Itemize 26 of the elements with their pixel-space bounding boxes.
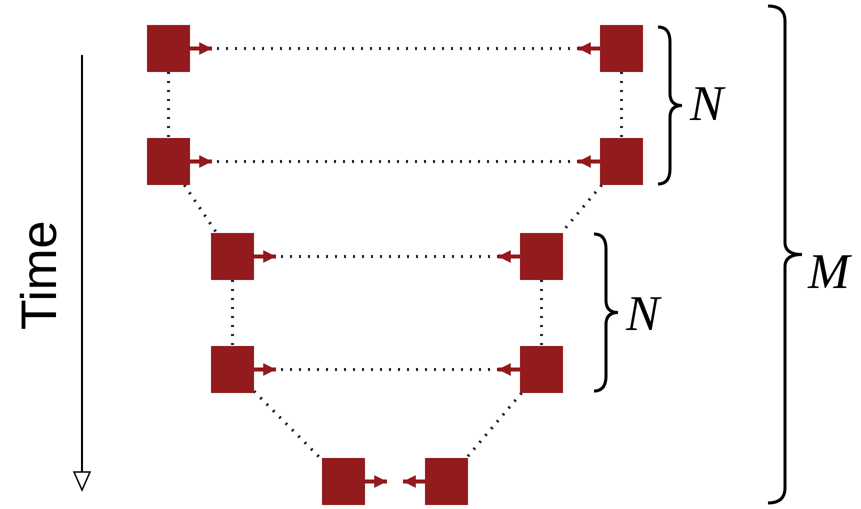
square-block: [520, 346, 563, 393]
brace-label: N: [626, 288, 660, 338]
dotted-line: [183, 184, 218, 234]
square-block: [322, 458, 365, 505]
square-block: [211, 233, 254, 280]
arrow: [498, 250, 520, 263]
dotted-line: [465, 392, 523, 459]
arrow: [190, 42, 212, 55]
square-block: [211, 346, 254, 393]
axis-label: Time: [14, 220, 64, 330]
arrow: [403, 475, 425, 488]
square-block: [147, 138, 190, 185]
arrow: [498, 363, 520, 376]
arrow: [190, 155, 212, 168]
arrow: [365, 475, 387, 488]
square-block: [147, 25, 190, 72]
square-block: [600, 138, 643, 185]
arrow: [578, 42, 600, 55]
square-block: [520, 233, 563, 280]
square-block: [425, 458, 468, 505]
square-block: [600, 25, 643, 72]
brace-label: N: [690, 78, 724, 128]
arrow: [254, 250, 276, 263]
arrow: [578, 155, 600, 168]
brace-label: M: [808, 246, 850, 296]
arrow: [254, 363, 276, 376]
